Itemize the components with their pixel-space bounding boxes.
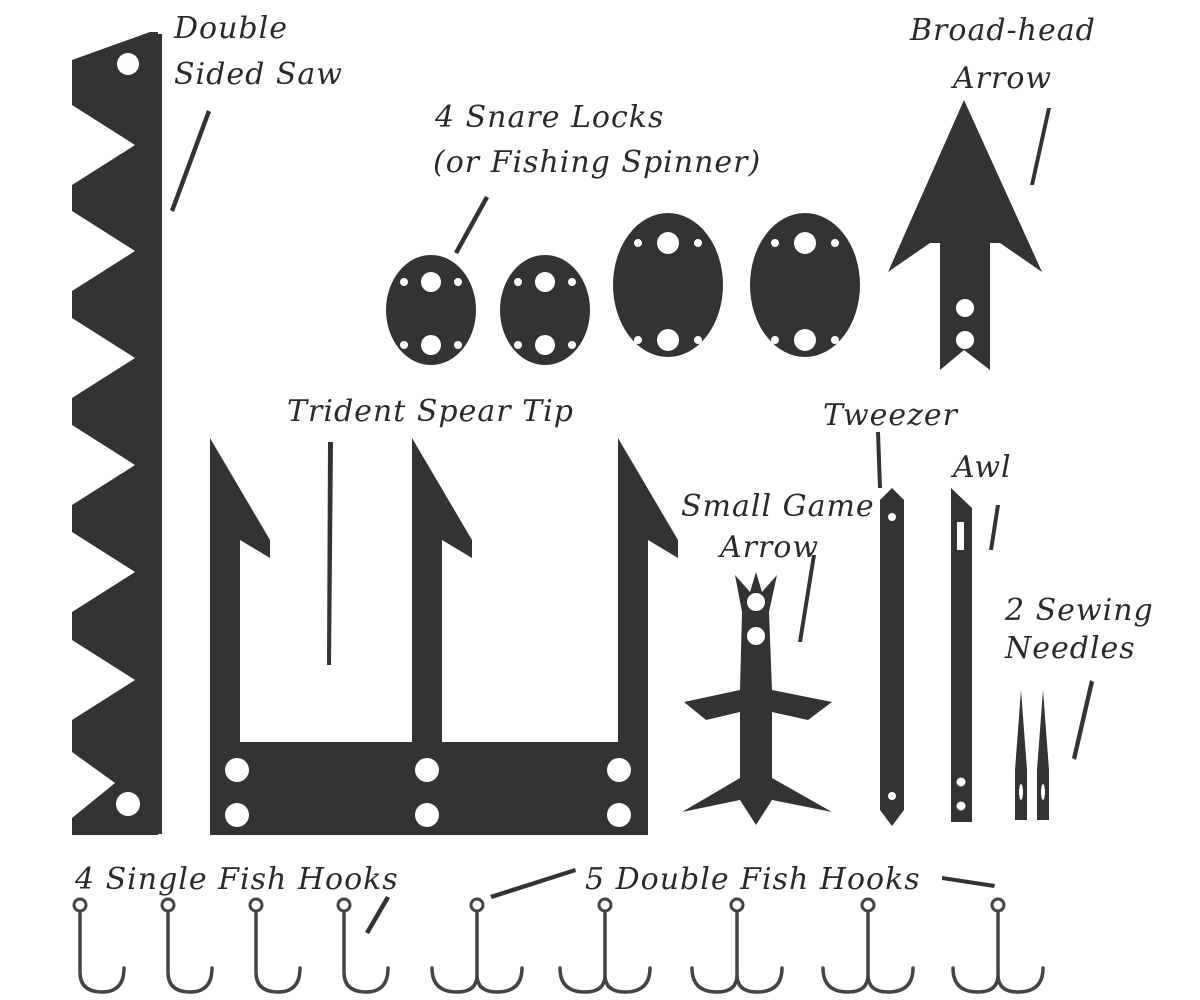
double-fish-hook [951, 897, 1045, 994]
label-tweezer: Tweezer [823, 398, 959, 433]
tweezer [880, 488, 904, 826]
leader-double-hooks-left [490, 868, 576, 899]
leader-needles [1072, 680, 1094, 760]
sewing-needle [1037, 690, 1049, 820]
snare-lock [750, 213, 860, 357]
double-sided-saw [72, 32, 162, 835]
single-fish-hook [160, 897, 214, 994]
double-fish-hook [821, 897, 915, 994]
awl [951, 488, 972, 822]
snare-lock [613, 213, 723, 357]
label-single-hooks: 4 Single Fish Hooks [74, 862, 399, 897]
leader-trident [327, 442, 333, 665]
broad-head-arrow [888, 100, 1042, 370]
leader-snare [454, 196, 489, 254]
label-small-game-line2: Arrow [717, 530, 819, 565]
leader-saw [170, 110, 211, 212]
label-saw-line1: Double [173, 11, 288, 46]
snare-lock [386, 255, 476, 365]
single-fish-hook [248, 897, 302, 994]
leader-tweezer [876, 432, 882, 488]
label-needles-line2: Needles [1004, 631, 1136, 666]
leader-single-hooks [365, 896, 390, 934]
label-saw-line2: Sided Saw [174, 57, 343, 92]
label-needles-line1: 2 Sewing [1004, 593, 1154, 628]
trident-spear-tip [210, 438, 678, 835]
single-fish-hook [336, 897, 390, 994]
sewing-needle [1015, 690, 1027, 820]
leader-broad-head [1030, 108, 1051, 185]
small-game-arrow [682, 572, 832, 825]
leader-lines [170, 108, 1094, 934]
label-double-hooks: 5 Double Fish Hooks [585, 862, 921, 897]
snare-lock [500, 255, 590, 365]
double-fish-hook [690, 897, 784, 994]
label-broad-head-line2: Arrow [950, 61, 1052, 96]
leader-double-hooks-right [942, 876, 995, 888]
label-broad-head-line1: Broad-head [909, 13, 1096, 48]
double-fish-hook [430, 897, 524, 994]
label-small-game-line1: Small Game [681, 489, 875, 524]
double-fish-hook [558, 897, 652, 994]
label-snare-line1: 4 Snare Locks [434, 100, 664, 135]
labels: Double Sided Saw 4 Snare Locks (or Fishi… [74, 11, 1154, 897]
label-awl: Awl [950, 450, 1012, 485]
single-fish-hook [72, 897, 126, 994]
leader-small-game [798, 555, 816, 642]
label-trident: Trident Spear Tip [287, 394, 574, 429]
label-snare-line2: (or Fishing Spinner) [433, 145, 761, 180]
leader-awl [989, 505, 1000, 550]
